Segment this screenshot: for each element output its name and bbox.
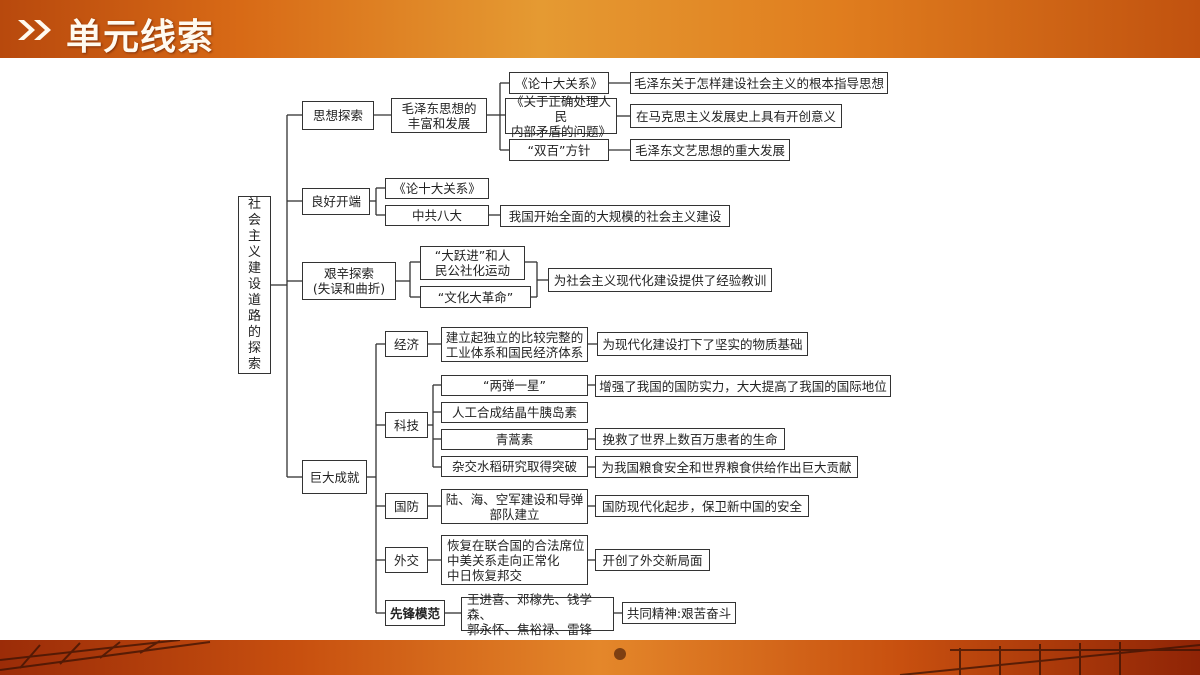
role-models-node: 王进喜、邓稼先、钱学森、 郭永怀、焦裕禄、雷锋 — [461, 592, 614, 637]
two-bombs-result: 增强了我国的国防实力，大大提高了我国的国际地位 — [595, 375, 891, 397]
pioneer-node: 先锋模范 — [385, 600, 445, 626]
root-node: 社 会 主 义 建 设 道 路 的 探 索 — [238, 196, 271, 374]
branch-thought-exploration: 思想探索 — [302, 101, 374, 130]
pioneer-result: 共同精神:艰苦奋斗 — [622, 602, 736, 624]
artemisinin-node: 青蒿素 — [441, 429, 588, 450]
ten-relations-node: 《论十大关系》 — [509, 72, 609, 94]
contradictions-node: 《关于正确处理人民 内部矛盾的问题》 — [505, 94, 617, 139]
economy-node: 经济 — [385, 331, 428, 357]
ten-relations-node-2: 《论十大关系》 — [385, 178, 489, 199]
hard-exploration-result: 为社会主义现代化建设提供了经验教训 — [548, 268, 772, 292]
insulin-node: 人工合成结晶牛胰岛素 — [441, 402, 588, 423]
diplomatic-events-node: 恢复在联合国的合法席位 中美关系走向正常化 中日恢复邦交 — [441, 535, 588, 585]
ten-relations-result: 毛泽东关于怎样建设社会主义的根本指导思想 — [630, 72, 888, 94]
cultural-revolution-node: “文化大革命” — [420, 286, 531, 308]
footer-banner — [0, 640, 1200, 675]
page-title: 单元线索 — [66, 17, 215, 58]
construction-silhouette-icon — [0, 640, 1200, 675]
economy-result: 为现代化建设打下了坚实的物质基础 — [597, 332, 808, 356]
tech-node: 科技 — [385, 412, 428, 438]
branch-hard-exploration: 艰辛探索 (失误和曲折) — [302, 262, 396, 300]
industrial-system-node: 建立起独立的比较完整的 工业体系和国民经济体系 — [441, 327, 588, 362]
branch-great-achievements: 巨大成就 — [302, 460, 367, 494]
double-chevron-icon — [18, 20, 51, 40]
contradictions-result: 在马克思主义发展史上具有开创意义 — [630, 104, 842, 128]
military-construction-node: 陆、海、空军建设和导弹 部队建立 — [441, 489, 588, 524]
diplomacy-result: 开创了外交新局面 — [595, 549, 710, 571]
defense-node: 国防 — [385, 493, 428, 519]
header-banner: 单元线索 — [0, 0, 1200, 58]
defense-result: 国防现代化起步，保卫新中国的安全 — [595, 495, 809, 517]
mao-thought-development-node: 毛泽东思想的 丰富和发展 — [391, 98, 487, 133]
double-hundred-node: “双百”方针 — [509, 139, 609, 161]
two-bombs-node: “两弹一星” — [441, 375, 588, 396]
branch-good-start: 良好开端 — [302, 188, 370, 215]
eighth-congress-result: 我国开始全面的大规模的社会主义建设 — [500, 205, 730, 227]
eighth-congress-node: 中共八大 — [385, 205, 489, 226]
artemisinin-result: 挽救了世界上数百万患者的生命 — [595, 428, 785, 450]
double-hundred-result: 毛泽东文艺思想的重大发展 — [630, 139, 790, 161]
hybrid-rice-node: 杂交水稻研究取得突破 — [441, 456, 588, 477]
diplomacy-node: 外交 — [385, 547, 428, 573]
great-leap-node: “大跃进”和人 民公社化运动 — [420, 246, 525, 280]
hybrid-rice-result: 为我国粮食安全和世界粮食供给作出巨大贡献 — [595, 456, 858, 478]
